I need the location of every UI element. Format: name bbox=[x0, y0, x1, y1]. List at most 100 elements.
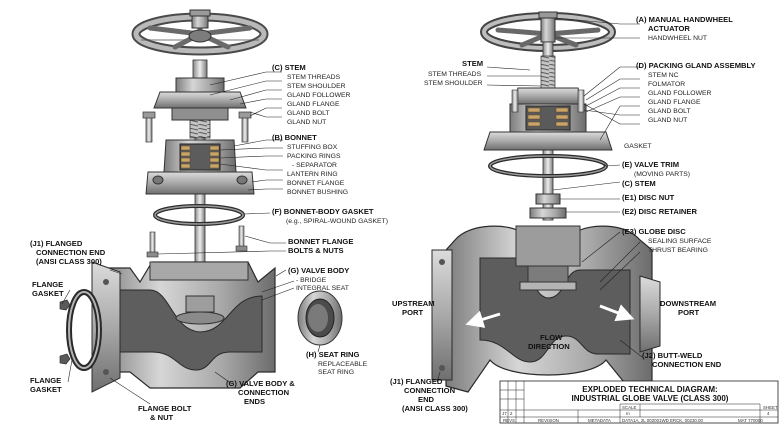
label-left-stem-title: (C) STEM bbox=[272, 63, 306, 72]
label-right-flanged-1: (J1) FLANGED bbox=[390, 377, 443, 386]
label-left-gasket-title: (F) BONNET-BODY GASKET bbox=[272, 207, 374, 216]
label-right-stem-title: STEM bbox=[462, 59, 483, 68]
label-right-stem-c: (C) STEM bbox=[622, 179, 656, 188]
label-right-packing-gland-bolt: GLAND BOLT bbox=[648, 108, 691, 115]
label-right-packing-title: (D) PACKING GLAND ASSEMBLY bbox=[636, 61, 756, 70]
label-left-flange-gasket-bottom-2: GASKET bbox=[30, 385, 62, 394]
label-right-packing-gland-follower: GLAND FOLLOWER bbox=[648, 90, 712, 97]
left-handwheel bbox=[131, 9, 269, 56]
label-right-butt-weld-1: (J2) BUTT-WELD bbox=[642, 351, 703, 360]
label-left-flange-gasket-top-1: FLANGE bbox=[32, 280, 63, 289]
left-bonnet bbox=[145, 139, 255, 195]
title-ref: MAT 770000 bbox=[738, 418, 763, 423]
label-left-seat-ring-sub2: SEAT RING bbox=[318, 369, 354, 376]
label-left-bonnet-flange: BONNET FLANGE bbox=[287, 180, 345, 187]
label-right-butt-weld-2: CONNECTION END bbox=[652, 360, 722, 369]
label-left-seat-ring-title: (H) SEAT RING bbox=[306, 350, 360, 359]
label-left-flange-gasket-bottom-1: FLANGE bbox=[30, 376, 61, 385]
label-right-packing-stem-nc: STEM NC bbox=[648, 72, 679, 79]
title-scale-label: SCALE bbox=[622, 405, 636, 410]
label-right-stem-threads: STEM THREADS bbox=[428, 71, 482, 78]
label-right-flanged-2: CONNECTION bbox=[404, 386, 455, 395]
label-left-separator: - SEPARATOR bbox=[292, 162, 337, 169]
label-left-bonnet-title: (B) BONNET bbox=[272, 133, 317, 142]
left-bonnet-bolts bbox=[146, 225, 248, 258]
label-left-gland-follower: GLAND FOLLOWER bbox=[287, 92, 351, 99]
left-labels: (C) STEM STEM THREADS STEM SHOULDER GLAN… bbox=[30, 63, 388, 422]
label-left-body-ends-1: (G) VALVE BODY & bbox=[226, 379, 295, 388]
label-right-trim-title: (E) VALVE TRIM bbox=[622, 160, 679, 169]
label-left-bonnet-bushing: BONNET BUSHING bbox=[287, 189, 348, 196]
label-left-body-ends-3: ENDS bbox=[244, 397, 265, 406]
label-right-disc-retainer: (E2) DISC RETAINER bbox=[622, 207, 697, 216]
label-right-packing-gland-nut: GLAND NUT bbox=[648, 117, 687, 124]
left-valve-body bbox=[91, 261, 276, 393]
left-gland-assembly bbox=[142, 77, 252, 143]
left-leader-lines bbox=[61, 71, 321, 405]
right-labels: (A) MANUAL HANDWHEEL ACTUATOR HANDWHEEL … bbox=[390, 15, 756, 413]
label-right-globe-disc-title: (E3) GLOBE DISC bbox=[622, 227, 686, 236]
label-right-packing-folmator: FOLMATOR bbox=[648, 81, 685, 88]
title-sheet-value: 4 bbox=[767, 411, 770, 416]
left-flange-bolts bbox=[59, 299, 71, 365]
title-scale-value: m bbox=[626, 411, 630, 416]
title-small-b: 2 bbox=[510, 411, 513, 416]
label-left-flange-gasket-top-2: GASKET bbox=[32, 289, 64, 298]
label-right-upstream-2: PORT bbox=[402, 308, 423, 317]
label-left-bolts-1: BONNET FLANGE bbox=[288, 237, 353, 246]
label-right-actuator-1: (A) MANUAL HANDWHEEL bbox=[636, 15, 733, 24]
label-left-stem-shoulder: STEM SHOULDER bbox=[287, 83, 346, 90]
label-left-gland-nut: GLAND NUT bbox=[287, 119, 326, 126]
label-right-packing-gland-flange: GLAND FLANGE bbox=[648, 99, 701, 106]
label-left-integral-seat: INTEGRAL SEAT bbox=[296, 285, 349, 292]
label-right-thrust-bearing: THRUST BEARING bbox=[648, 247, 708, 254]
label-left-flanged-2: CONNECTION END bbox=[36, 248, 106, 257]
label-right-stem-shoulder: STEM SHOULDER bbox=[424, 80, 483, 87]
label-left-seat-ring-sub1: REPLACEABLE bbox=[318, 361, 368, 368]
label-left-gland-bolt: GLAND BOLT bbox=[287, 110, 330, 117]
title-data: DATA1A, 2L 002001WD ERCK, 00230.00 bbox=[622, 418, 704, 423]
title-line-2: INDUSTRIAL GLOBE VALVE (CLASS 300) bbox=[572, 394, 729, 403]
title-line-1: EXPLODED TECHNICAL DIAGRAM: bbox=[582, 385, 717, 394]
label-left-flange-bolt-1: FLANGE BOLT bbox=[138, 404, 192, 413]
label-right-sealing-surface: SEALING SURFACE bbox=[648, 238, 712, 245]
label-left-body-ends-2: CONNECTION bbox=[238, 388, 289, 397]
label-left-stuffing-box: STUFFING BOX bbox=[287, 144, 338, 151]
label-right-gasket: GASKET bbox=[624, 143, 652, 150]
label-right-flanged-4: (ANSI CLASS 300) bbox=[402, 404, 468, 413]
label-left-body-title: (G) VALVE BODY bbox=[288, 266, 349, 275]
label-right-actuator-2: ACTUATOR bbox=[648, 24, 690, 33]
right-leader-lines bbox=[436, 17, 643, 383]
label-left-packing-rings: PACKING RINGS bbox=[287, 153, 341, 160]
title-revision: REVISION bbox=[538, 418, 559, 423]
label-right-trim-sub: (MOVING PARTS) bbox=[634, 171, 690, 178]
label-right-downstream-2: PORT bbox=[678, 308, 699, 317]
right-packing-gland bbox=[483, 87, 613, 151]
right-valve-body bbox=[431, 225, 661, 393]
label-left-stem-threads: STEM THREADS bbox=[287, 74, 341, 81]
label-left-lantern-ring: LANTERN RING bbox=[287, 171, 338, 178]
label-left-bolts-2: BOLTS & NUTS bbox=[288, 246, 344, 255]
title-metadata: METADATA bbox=[588, 418, 611, 423]
label-right-flanged-3: END bbox=[418, 395, 435, 404]
left-exploded-view: (C) STEM STEM THREADS STEM SHOULDER GLAN… bbox=[30, 9, 388, 422]
label-right-flow-1: FLOW bbox=[540, 333, 563, 342]
title-small-a: J7 bbox=[502, 411, 507, 416]
label-left-gasket-sub: (e.g., SPIRAL-WOUND GASKET) bbox=[286, 218, 388, 225]
label-right-downstream-1: DOWNSTREAM bbox=[660, 299, 716, 308]
label-left-flanged-1: (J1) FLANGED bbox=[30, 239, 83, 248]
label-right-handwheel-nut: HANDWHEEL NUT bbox=[648, 35, 707, 42]
label-left-gland-flange: GLAND FLANGE bbox=[287, 101, 340, 108]
label-right-flow-2: DIRECTION bbox=[528, 342, 570, 351]
right-assembled-view: (A) MANUAL HANDWHEEL ACTUATOR HANDWHEEL … bbox=[390, 11, 756, 413]
title-sheet-label: SHEET bbox=[763, 405, 778, 410]
label-right-disc-nut: (E1) DISC NUT bbox=[622, 193, 675, 202]
label-left-bridge: - BRIDGE bbox=[296, 277, 327, 284]
title-revs: REVS bbox=[503, 418, 515, 423]
label-left-flanged-3: (ANSI CLASS 300) bbox=[36, 257, 102, 266]
title-block: EXPLODED TECHNICAL DIAGRAM: INDUSTRIAL G… bbox=[499, 380, 779, 424]
label-right-upstream-1: UPSTREAM bbox=[392, 299, 435, 308]
left-seat-ring bbox=[297, 290, 343, 346]
